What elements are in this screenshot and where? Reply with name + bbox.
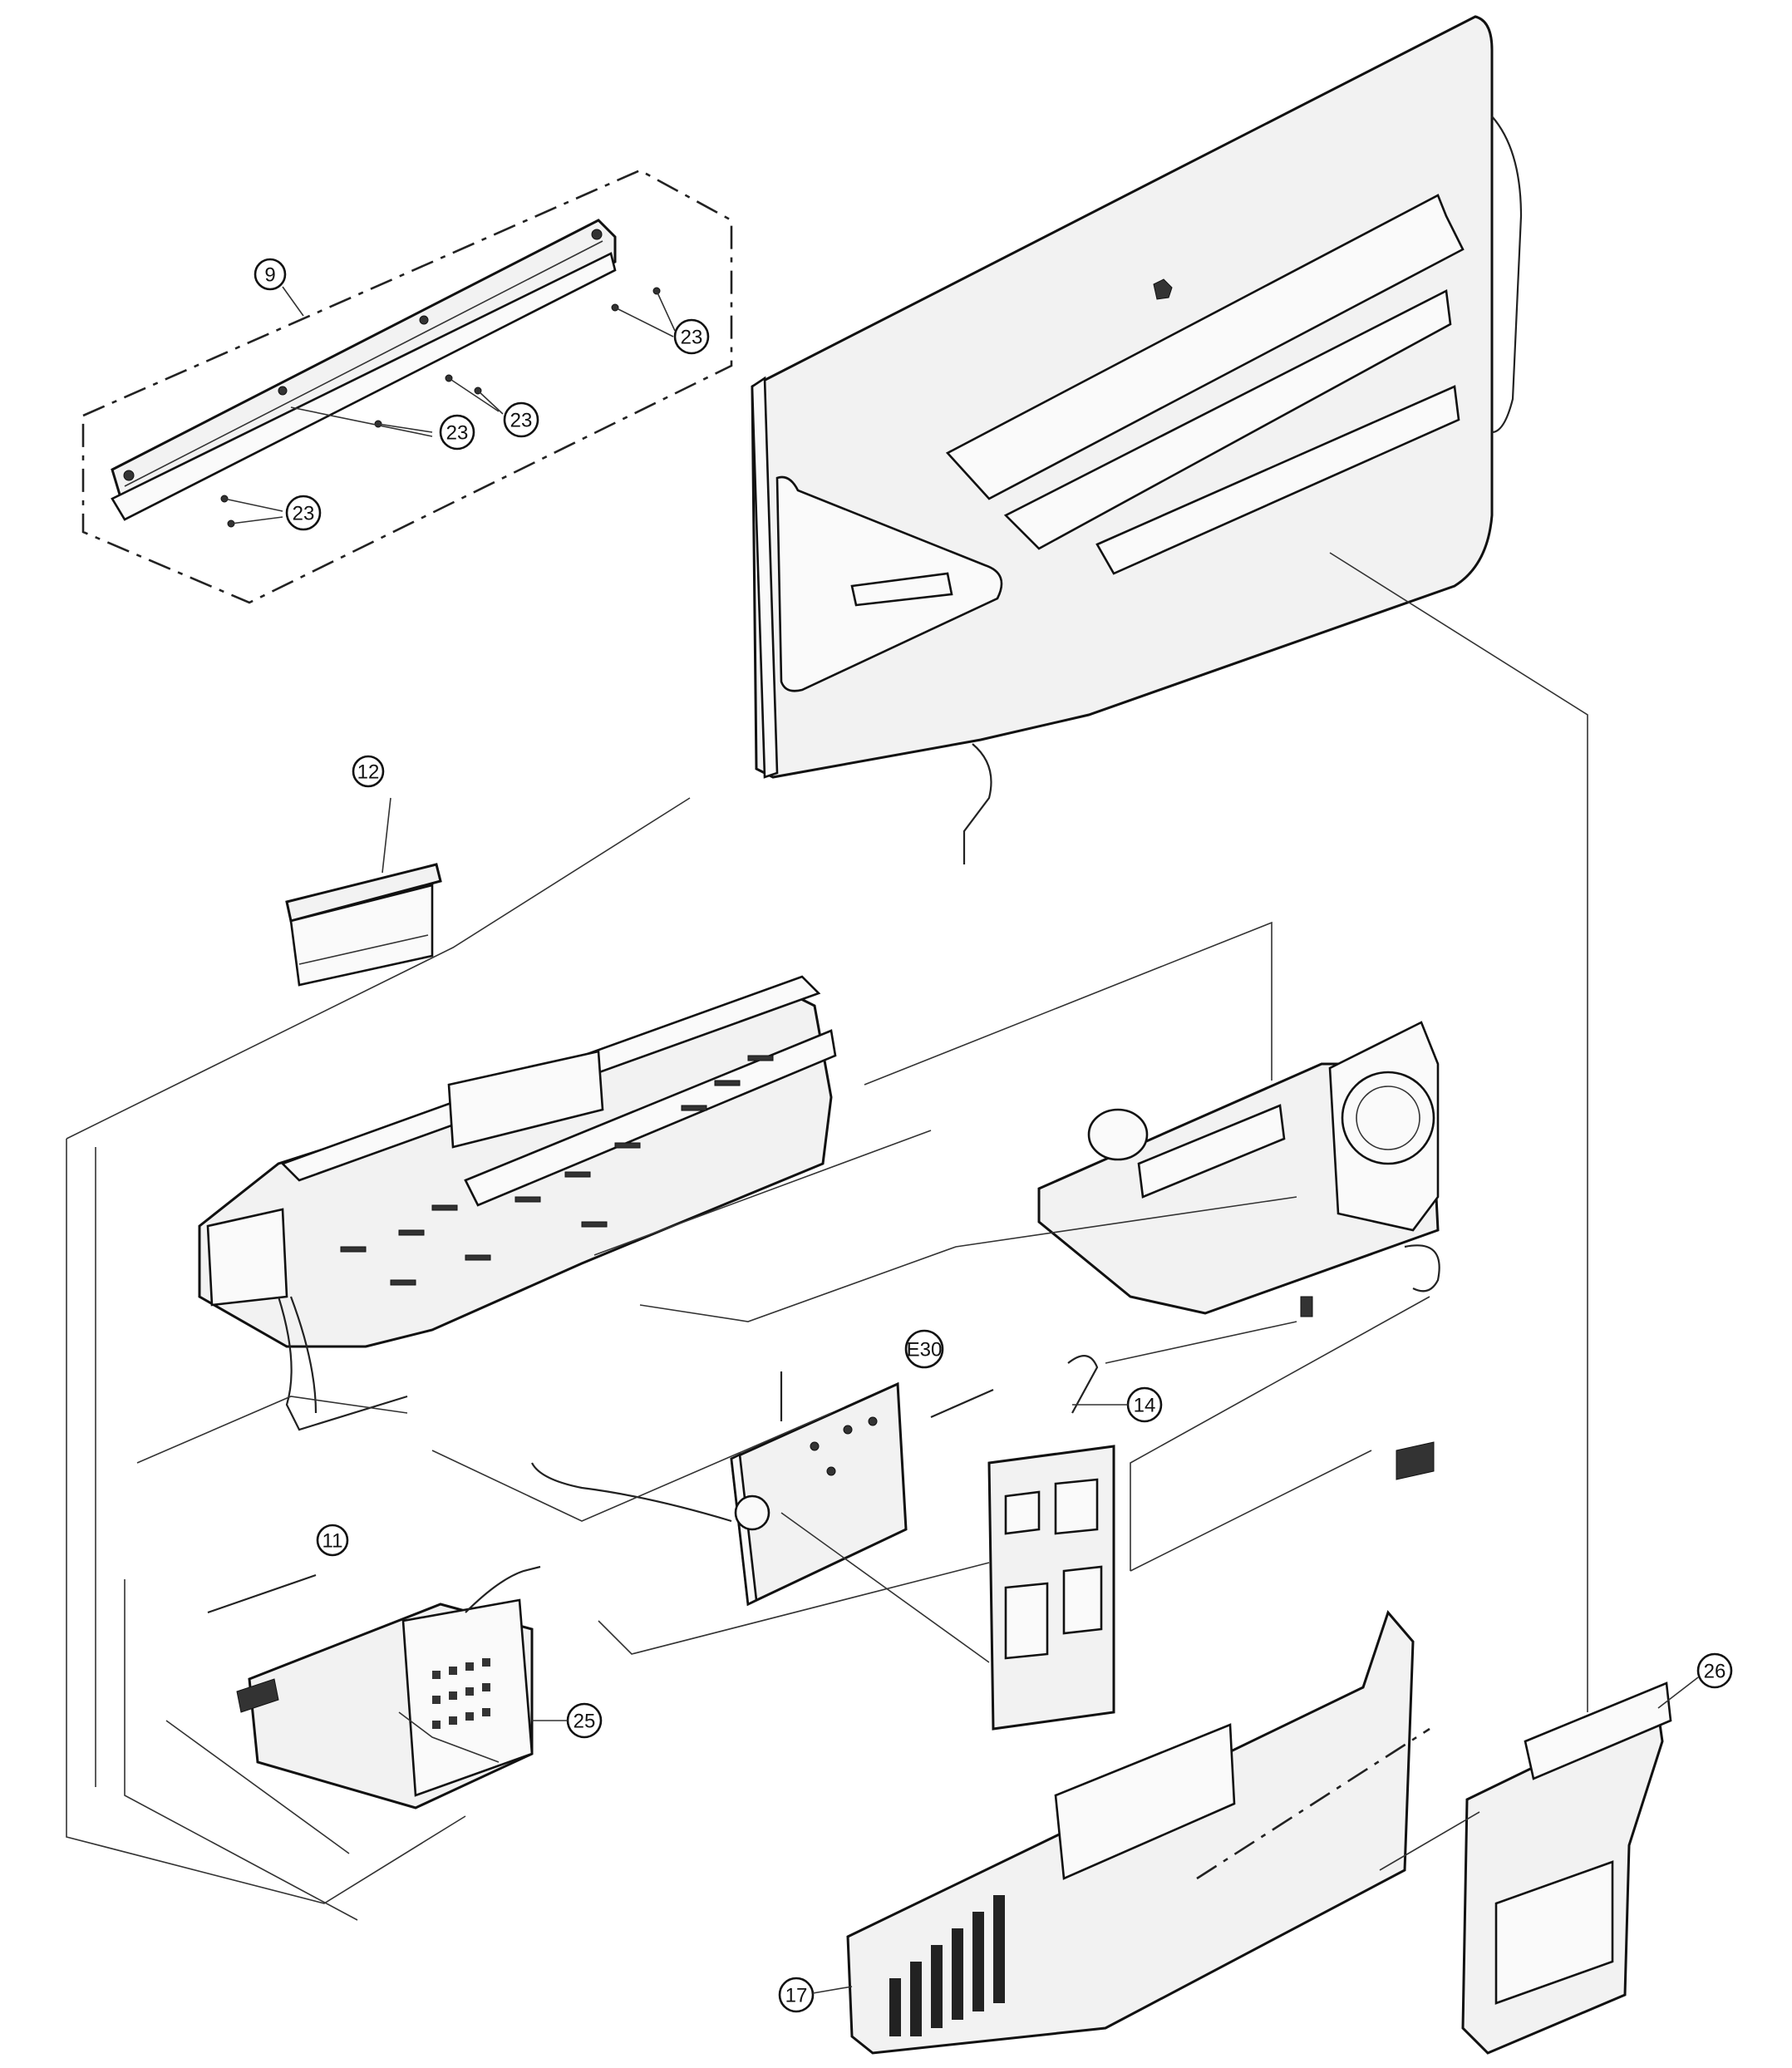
side-bracket: [1379, 1681, 1672, 2055]
callout-14: 14: [1126, 1386, 1163, 1423]
callout-23-left: 23: [285, 495, 322, 531]
rear-cover: [846, 1610, 1430, 2055]
svg-text:E30: E30: [907, 1339, 943, 1361]
main-chassis-pcb: [207, 1565, 541, 1810]
callout-25: 25: [566, 1702, 603, 1739]
callout-17: 17: [778, 1977, 815, 2013]
callout-23-right: 23: [673, 318, 710, 355]
svg-text:23: 23: [293, 503, 315, 525]
svg-text:14: 14: [1134, 1395, 1156, 1417]
svg-text:12: 12: [357, 761, 380, 784]
optical-engine: [1037, 1021, 1440, 1317]
bracket-12: [285, 797, 442, 987]
board-panel: [987, 1441, 1435, 1731]
callout-e30: E30: [904, 1329, 944, 1369]
callout-9: 9: [254, 258, 287, 291]
svg-text:23: 23: [446, 422, 469, 445]
callout-23-mid-right: 23: [503, 401, 539, 438]
svg-text:11: 11: [322, 1530, 343, 1553]
control-unit-e30: [531, 1355, 1099, 1607]
svg-text:9: 9: [264, 264, 275, 287]
svg-text:23: 23: [681, 327, 703, 349]
callout-11: 11: [316, 1524, 349, 1557]
svg-text:25: 25: [574, 1711, 596, 1733]
trim-bar-assembly: [81, 169, 733, 604]
chassis-frame: [198, 975, 837, 1431]
callout-26: 26: [1696, 1652, 1733, 1689]
cabinet-housing: [751, 15, 1523, 864]
svg-text:17: 17: [785, 1985, 808, 2007]
connection-lines: [66, 552, 1588, 1921]
callout-12: 12: [352, 755, 385, 788]
callout-23-mid: 23: [439, 414, 475, 451]
svg-text:23: 23: [510, 410, 533, 432]
svg-text:26: 26: [1704, 1661, 1726, 1683]
